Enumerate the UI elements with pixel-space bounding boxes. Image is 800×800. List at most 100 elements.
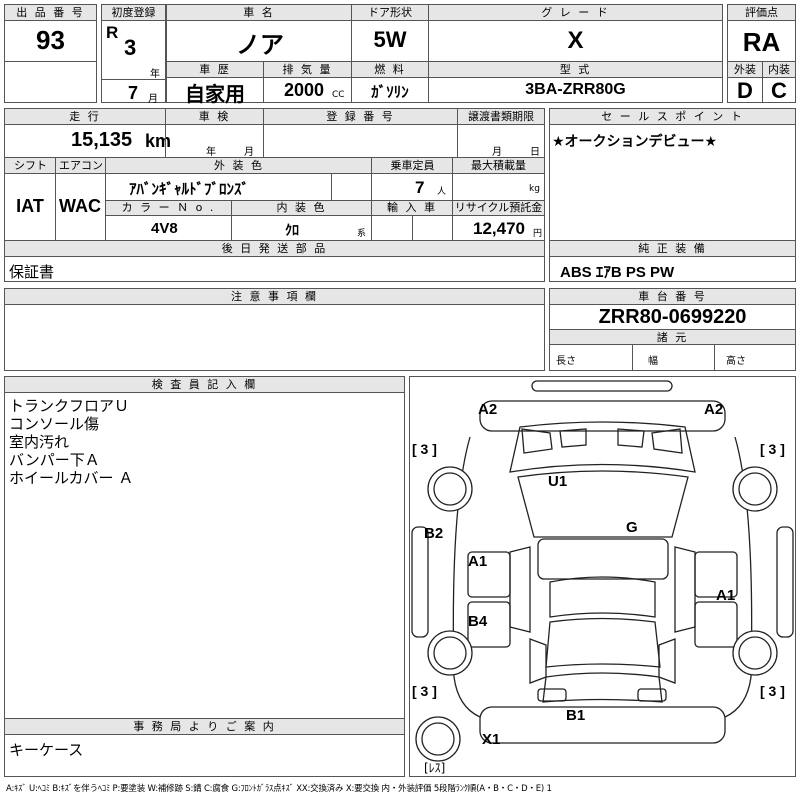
chassis-header: 車 台 番 号: [550, 289, 795, 305]
tire-front-right: [ 3 ]: [760, 441, 785, 457]
damage-a1-left: A1: [468, 553, 488, 570]
inspector-note: ホイールカバー Ａ: [9, 469, 134, 487]
exterior-grade: D: [737, 78, 753, 103]
inspection-year: 年: [206, 147, 216, 158]
transfer-month: 月: [492, 147, 502, 158]
inspector-notes-box: 検 査 員 記 入 欄 トランクフロアＵ コンソール傷 室内汚れ バンパー下Ａ …: [4, 376, 405, 719]
seating-capacity: 7: [415, 178, 425, 197]
model-code-header: 型 式: [429, 62, 722, 78]
displacement-box: 排 気 量 2000 CC: [263, 61, 352, 103]
sales-point-header: セ ー ル ス ポ イ ン ト: [550, 109, 795, 125]
score-box: 評価点 RA: [727, 4, 796, 62]
inspector-notes-header: 検 査 員 記 入 欄: [5, 377, 404, 393]
registration-number-box: 登 録 番 号: [263, 108, 458, 158]
genuine-equipment-header: 純 正 装 備: [550, 241, 795, 257]
exterior-grade-box: 外装 D: [727, 61, 763, 103]
genuine-equipment: ABS ｴｱB PS PW: [560, 264, 675, 281]
model-code: 3BA-ZRR80G: [525, 81, 626, 98]
fuel-type: ｶﾞｿﾘﾝ: [371, 84, 409, 101]
office-notice-box: 事 務 局 よ り ご 案 内 キーケース: [4, 718, 405, 777]
kg-unit: kg: [529, 184, 540, 194]
tire-front-left: [ 3 ]: [412, 441, 437, 457]
width-label: 幅: [648, 356, 658, 367]
damage-a2-left: A2: [478, 401, 498, 418]
later-parts-header: 後 日 発 送 部 品: [5, 241, 544, 257]
exterior-header: 外装: [728, 62, 762, 78]
model-name-box: 車 名 ノア: [166, 4, 352, 62]
grade-header: グ レ ー ド: [429, 5, 722, 21]
chassis-box: 車 台 番 号 ZRR80-0699220 諸 元 長さ 幅 高さ: [549, 288, 796, 371]
inspector-note: 室内汚れ: [9, 433, 70, 451]
door-box: ドア形状 5W: [351, 4, 429, 62]
specs-header: 諸 元: [550, 329, 795, 345]
vehicle-details-box: シフト エアコン 外 装 色 乗車定員 最大積載量 IAT WAC ｱﾊﾞﾝｷﾞ…: [4, 157, 545, 241]
history-header: 車 歴: [167, 62, 263, 78]
series-unit: 系: [357, 229, 367, 239]
model-code-box: 型 式 3BA-ZRR80G: [428, 61, 723, 103]
capacity-header: 乗車定員: [371, 158, 453, 174]
sales-point: ★オークションデビュー★: [552, 134, 718, 150]
height-label: 高さ: [726, 356, 746, 367]
length-label: 長さ: [556, 356, 576, 367]
damage-g: G: [626, 519, 638, 536]
inspection-header: 車 検: [166, 109, 263, 125]
score-header: 評価点: [728, 5, 795, 21]
max-load-header: 最大積載量: [452, 158, 544, 174]
damage-b2: B2: [424, 525, 444, 542]
auction-score: RA: [742, 27, 781, 57]
yen-unit: 円: [533, 229, 543, 239]
inspector-note: コンソール傷: [9, 415, 100, 433]
legend: A:ｷｽﾞ U:ﾍｺﾐ B:ｷｽﾞを伴うﾍｺﾐ P:要塗装 W:補修跡 S:錆 …: [6, 784, 552, 794]
lot-number-box: 出 品 番 号 93: [4, 4, 97, 103]
inspector-note: トランクフロアＵ: [9, 397, 130, 415]
damage-a2-right: A2: [704, 401, 724, 418]
lot-number-header: 出 品 番 号: [5, 5, 96, 21]
car-outline-diagram: [411, 380, 794, 762]
grade: X: [567, 27, 584, 54]
mileage: 15,135: [71, 129, 133, 151]
damage-b1: B1: [566, 707, 586, 724]
transfer-deadline-box: 譲渡書類期限 月 日: [457, 108, 545, 158]
interior-grade: C: [771, 78, 787, 103]
tire-rear-left: [ 3 ]: [412, 683, 437, 699]
registration-month: 7: [128, 83, 139, 103]
interior-grade-box: 内装 C: [762, 61, 796, 103]
import-header: 輸 入 車: [372, 201, 452, 216]
damage-b4: B4: [468, 613, 488, 630]
later-parts: 保証書: [9, 263, 55, 281]
grade-box: グ レ ー ド X: [428, 4, 723, 62]
first-registration-box: 初度登録 R 3 年 7 月: [101, 4, 166, 105]
color-number: 4V8: [151, 220, 178, 237]
lot-number: 93: [36, 25, 65, 55]
mileage-box: 走 行 15,135 km: [4, 108, 171, 158]
interior-header: 内装: [763, 62, 795, 78]
transfer-deadline-header: 譲渡書類期限: [458, 109, 544, 125]
sales-point-box: セ ー ル ス ポ イ ン ト ★オークションデビュー★: [549, 108, 796, 241]
genuine-equipment-box: 純 正 装 備 ABS ｴｱB PS PW: [549, 240, 796, 282]
ext-color-header: 外 装 色: [105, 158, 372, 174]
car-diagram: A2 A2 U1 G B2 A1 A1 B4 B1 X1 [ 3 ] [ 3 ]…: [409, 376, 796, 777]
model-name: ノア: [236, 32, 284, 59]
history-box: 車 歴 自家用: [166, 61, 264, 106]
inspection-box: 車 検 年 月: [165, 108, 264, 158]
aircon-type: WAC: [59, 196, 101, 216]
notes-header: 注 意 事 項 欄: [5, 289, 544, 305]
recycle-fee: 12,470: [473, 219, 525, 238]
first-registration-header: 初度登録: [102, 5, 165, 21]
person-unit: 人: [437, 187, 447, 197]
office-notice: キーケース: [9, 741, 84, 759]
fuel-header: 燃 料: [352, 62, 428, 78]
displacement: 2000: [284, 80, 325, 100]
month-unit: 月: [148, 94, 158, 105]
recycle-header: リサイクル預託金: [453, 201, 544, 216]
fuel-box: 燃 料 ｶﾞｿﾘﾝ: [351, 61, 429, 103]
aircon-header: エアコン: [55, 158, 106, 174]
cc-unit: CC: [332, 90, 345, 100]
inspection-month: 月: [244, 147, 254, 158]
door-type: 5W: [373, 27, 407, 52]
color-number-header: カ ラ ー Ｎ o .: [106, 201, 231, 216]
transfer-day: 日: [530, 147, 540, 158]
km-unit: km: [145, 131, 172, 151]
registration-number-header: 登 録 番 号: [264, 109, 457, 125]
tire-rear-right: [ 3 ]: [760, 683, 785, 699]
